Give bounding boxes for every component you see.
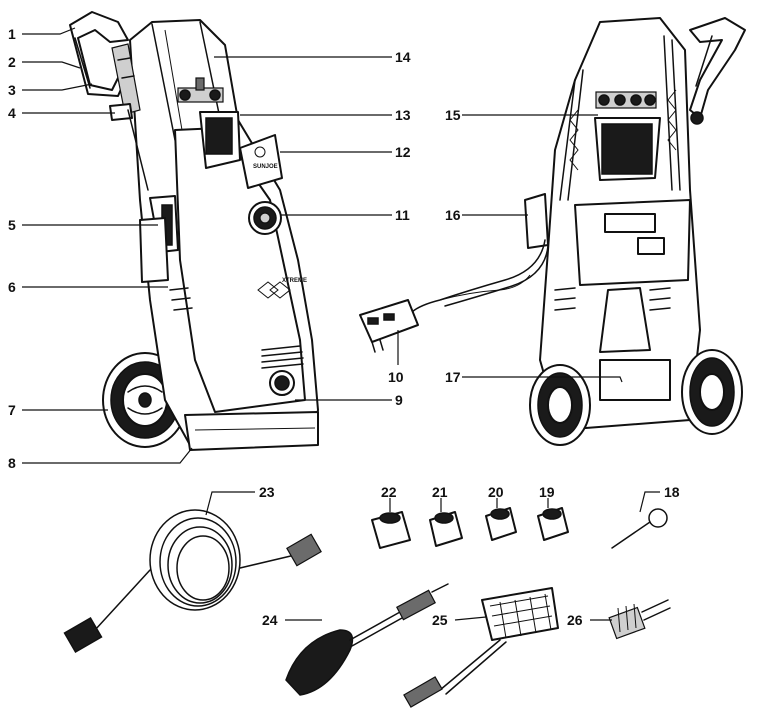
- callout-9: 9: [395, 392, 403, 408]
- callout-21: 21: [432, 484, 448, 500]
- callout-25: 25: [432, 612, 448, 628]
- callout-15: 15: [445, 107, 461, 123]
- nozzle-cleaning-tool: [611, 508, 668, 549]
- callout-26: 26: [567, 612, 583, 628]
- callout-14: 14: [395, 49, 411, 65]
- brand-text: SUNJOE: [253, 164, 278, 170]
- rotary-brush: [285, 583, 449, 696]
- rear-tray: [574, 199, 691, 286]
- callout-6: 6: [8, 279, 16, 295]
- front-spray-gun: [111, 43, 141, 115]
- front-handle: [69, 11, 129, 97]
- side-brand-text: XTREME: [282, 278, 307, 284]
- nozzle-20: [485, 507, 517, 541]
- callout-7: 7: [8, 402, 16, 418]
- callout-4: 4: [8, 105, 16, 121]
- callout-2: 2: [8, 54, 16, 70]
- quick-connect-adapter: [608, 599, 671, 640]
- nozzle-22: [371, 511, 411, 549]
- callout-17: 17: [445, 369, 461, 385]
- callout-11: 11: [395, 207, 410, 223]
- callout-5: 5: [8, 217, 16, 233]
- callout-22: 22: [381, 484, 397, 500]
- logo-plate: SUNJOE: [239, 134, 283, 189]
- rear-wheel-right: [681, 349, 743, 435]
- detergent-tank: [199, 111, 241, 169]
- rear-wheel-left: [529, 364, 591, 446]
- front-view-washer: SUNJOE XTREME: [69, 11, 319, 451]
- leader-lines: [22, 27, 660, 621]
- rear-view-washer: [359, 17, 746, 446]
- on-off-switch: [248, 201, 282, 235]
- front-vents: [261, 345, 304, 369]
- nozzle-21: [429, 511, 463, 547]
- rear-cord-hook: [524, 193, 549, 249]
- high-pressure-hose: [63, 509, 322, 654]
- rear-valve: [595, 91, 657, 109]
- callout-13: 13: [395, 107, 411, 123]
- callout-12: 12: [395, 144, 411, 160]
- callout-1: 1: [8, 26, 16, 42]
- front-base: [184, 411, 319, 451]
- callout-18: 18: [664, 484, 680, 500]
- rear-handle: [689, 17, 746, 125]
- selector-valve: [177, 77, 224, 103]
- callout-20: 20: [488, 484, 504, 500]
- side-logo: XTREME: [257, 278, 307, 299]
- power-cord-gfci: [359, 239, 549, 353]
- callout-24: 24: [262, 612, 278, 628]
- callout-19: 19: [539, 484, 555, 500]
- nozzle-19: [537, 507, 569, 541]
- callout-8: 8: [8, 455, 16, 471]
- callout-10: 10: [388, 369, 404, 385]
- water-inlet: [269, 370, 295, 396]
- callout-16: 16: [445, 207, 461, 223]
- callout-numbers: 1 2 3 4 5 6 7 8 9 10 11 12 13 14 15 16 1…: [8, 26, 680, 628]
- callout-3: 3: [8, 82, 16, 98]
- callout-23: 23: [259, 484, 275, 500]
- utility-brush: [403, 587, 559, 708]
